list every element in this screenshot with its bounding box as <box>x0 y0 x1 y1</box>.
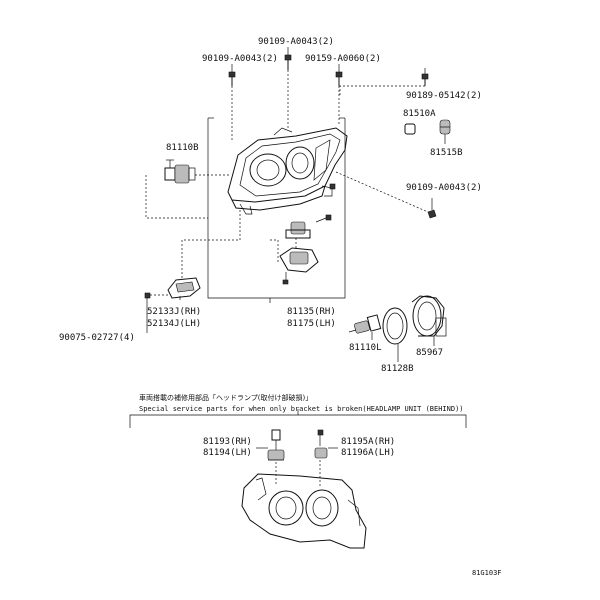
cover-85967 <box>411 295 447 346</box>
bolt-top-center <box>284 47 292 128</box>
screw-left <box>144 292 168 333</box>
label-81515b: 81515B <box>430 148 463 158</box>
adjuster-large <box>279 247 319 285</box>
bulb-81110b <box>164 159 196 184</box>
grommet-81515b <box>439 119 451 144</box>
kit-bracket-right <box>314 429 328 459</box>
label-kit-81196a-lh: 81196A(LH) <box>341 448 395 458</box>
kit-bracket-left <box>267 429 285 461</box>
label-lamp-lh: 81175(LH) <box>287 319 336 329</box>
label-81110b: 81110B <box>166 143 199 153</box>
note-japanese: 車両搭載の補修用部品「ヘッドランプ(取付け部破損)」 <box>139 393 312 402</box>
bulb-81110l <box>348 314 382 340</box>
note-english: Special service parts for when only brac… <box>139 405 464 413</box>
bolt-far-right <box>339 68 429 96</box>
label-lamp-rh: 81135(RH) <box>287 307 336 317</box>
bolt-top-left <box>228 64 236 140</box>
note-bracket <box>129 414 467 428</box>
label-bolt-right-lower: 90109-A0043(2) <box>406 183 482 193</box>
label-screw-left: 90075-02727(4) <box>59 333 135 343</box>
label-fog-lh: 52134J(LH) <box>147 319 201 329</box>
footer-code: 81G103F <box>472 569 502 577</box>
fog-bracket <box>167 277 201 300</box>
bolt-right-lower <box>427 198 437 219</box>
label-81110l: 81110L <box>349 343 382 353</box>
label-kit-81194-lh: 81194(LH) <box>203 448 252 458</box>
headlamp-housing-rear <box>241 473 367 549</box>
cap-81510a <box>404 123 416 135</box>
label-top-bolt-a: 90109-A0043(2) <box>258 37 334 47</box>
label-bolt-right: 90189-05142(2) <box>406 91 482 101</box>
label-81128b: 81128B <box>381 364 414 374</box>
label-top-bolt-b: 90109-A0043(2) <box>202 54 278 64</box>
label-kit-81195a-rh: 81195A(RH) <box>341 437 395 447</box>
headlamp-unit <box>227 127 348 215</box>
label-85967: 85967 <box>416 348 443 358</box>
ring-81128b <box>382 307 408 362</box>
assembly-bracket <box>207 118 346 299</box>
adjuster-small <box>285 214 332 239</box>
label-fog-rh: 52133J(RH) <box>147 307 201 317</box>
bolt-top-right <box>335 64 343 125</box>
label-top-bolt-c: 90159-A0060(2) <box>305 54 381 64</box>
label-81510a: 81510A <box>403 109 436 119</box>
label-kit-81193-rh: 81193(RH) <box>203 437 252 447</box>
